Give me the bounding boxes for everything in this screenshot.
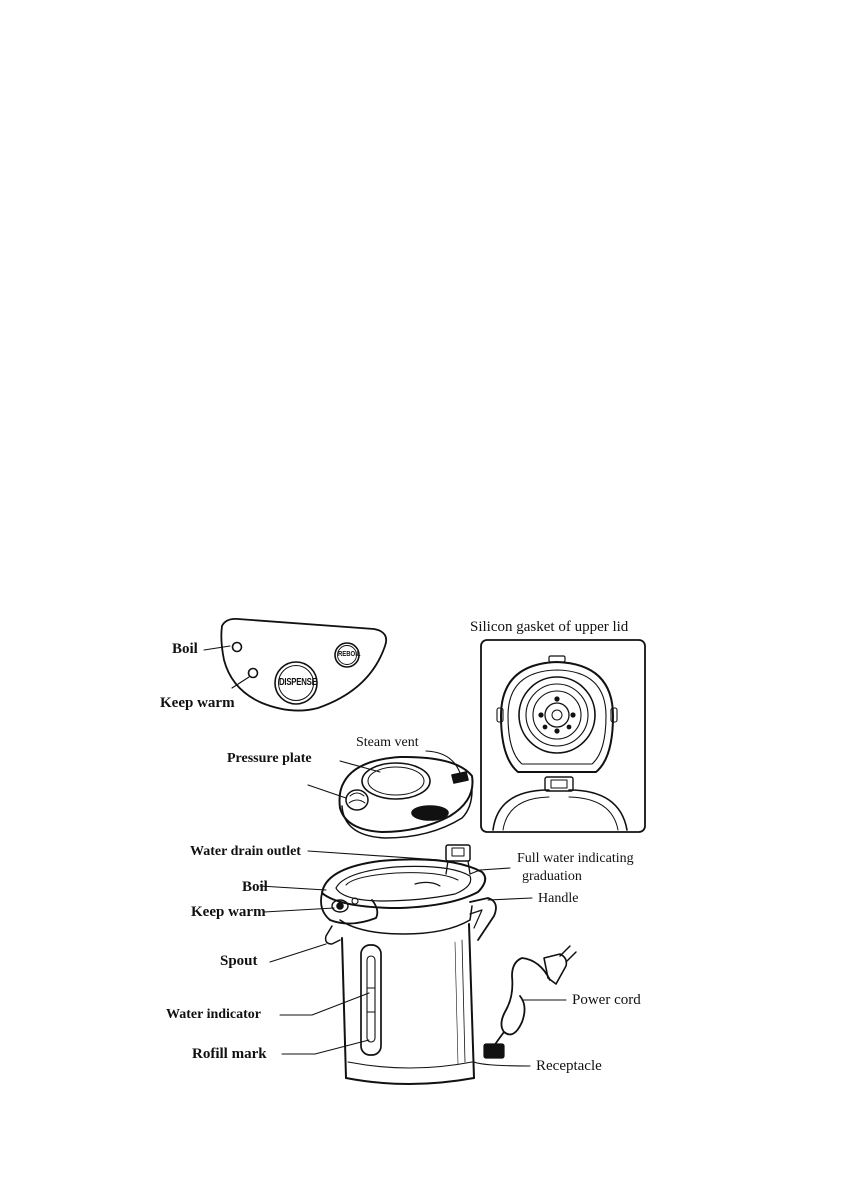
- control-panel-drawing: [203, 617, 388, 712]
- refill-mark-label: Rofill mark: [192, 1046, 267, 1062]
- panel-boil-label: Boil: [172, 641, 198, 657]
- steam-vent-label: Steam vent: [356, 735, 419, 750]
- dispense-button-label: DISPENSE: [279, 677, 317, 688]
- pot-boil-label: Boil: [242, 879, 268, 895]
- spout-label: Spout: [220, 953, 258, 969]
- receptacle-label: Receptacle: [536, 1058, 602, 1074]
- keep-warm-led-icon: [247, 667, 259, 679]
- pressure-plate-icon: [361, 762, 431, 800]
- full-water-label-line1: Full water indicating: [517, 851, 634, 866]
- gasket-inset-drawing: [480, 639, 646, 833]
- pressure-plate-label: Pressure plate: [227, 751, 312, 766]
- handle-label: Handle: [538, 891, 579, 906]
- water-drain-outlet-label: Water drain outlet: [190, 844, 301, 859]
- pot-keep-warm-label: Keep warm: [191, 904, 266, 920]
- power-cord-label: Power cord: [572, 992, 641, 1008]
- boil-led-icon: [231, 641, 243, 653]
- dispense-button-icon: [274, 661, 318, 705]
- power-cord-drawing: [483, 945, 577, 1059]
- reboil-button-label: REBOIL: [338, 651, 361, 658]
- water-indicator-label: Water indicator: [166, 1007, 262, 1022]
- airpot-body-drawing: [259, 844, 533, 1085]
- gasket-title: Silicon gasket of upper lid: [470, 619, 629, 635]
- full-water-label-line2: graduation: [522, 869, 582, 884]
- panel-keep-warm-label: Keep warm: [160, 695, 235, 711]
- lid-drawing: [307, 750, 474, 839]
- reboil-button-icon: [334, 642, 360, 668]
